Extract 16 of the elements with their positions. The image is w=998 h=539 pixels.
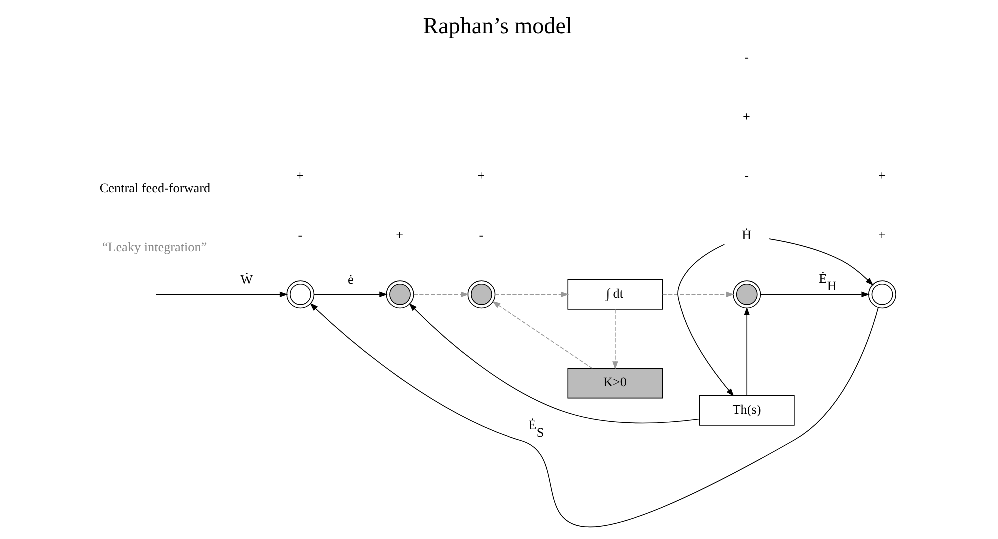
label: “Leaky integration” <box>102 240 208 255</box>
label: + <box>743 108 750 124</box>
diagram-title: Raphan’s model <box>423 12 572 38</box>
label: + <box>478 168 486 184</box>
label: + <box>878 168 886 184</box>
label: - <box>744 168 750 184</box>
edge-label: ė <box>348 272 354 287</box>
edge-label: Ẇ <box>240 272 254 287</box>
label: + <box>296 168 304 184</box>
label: + <box>396 227 404 242</box>
label: - <box>479 227 484 242</box>
node-text: Ḣ <box>742 227 752 242</box>
label: + <box>878 227 886 242</box>
label: - <box>298 227 303 242</box>
label: - <box>744 50 750 65</box>
label: Central feed-forward <box>100 180 211 196</box>
